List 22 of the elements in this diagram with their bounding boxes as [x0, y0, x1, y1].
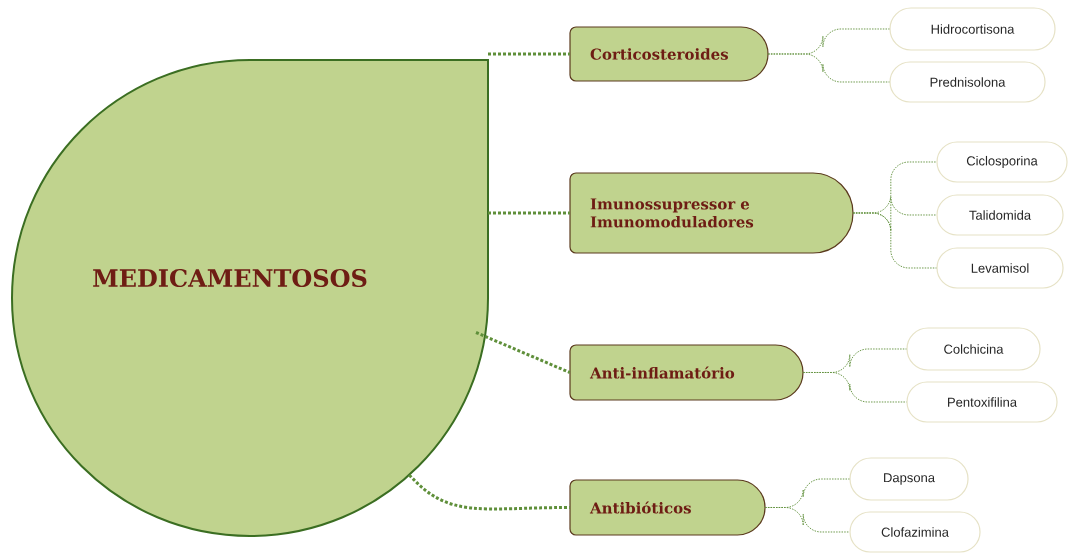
category-box: Imunossupressor e Imunomoduladores [569, 172, 854, 254]
item-box: Clofazimina [849, 511, 981, 553]
connector-line [488, 52, 570, 56]
item-box: Hidrocortisona [889, 7, 1056, 51]
category-box: Anti-inflamatório [569, 344, 804, 401]
category-box: Corticosteroides [569, 26, 769, 82]
connector-line [802, 372, 907, 403]
connector-line [767, 53, 890, 83]
item-box: Pentoxifilina [906, 381, 1058, 423]
item-box: Ciclosporina [936, 141, 1068, 183]
connector-line [764, 507, 850, 533]
item-box: Talidomida [936, 194, 1064, 236]
teardrop-shape: MEDICAMENTOSOS [11, 59, 489, 537]
item-box: Levamisol [936, 247, 1064, 289]
category-box: Antibióticos [569, 479, 766, 536]
connector-line [852, 212, 937, 269]
connector-line [488, 211, 570, 215]
item-box: Colchicina [906, 327, 1041, 371]
item-box: Prednisolona [889, 61, 1046, 103]
connector-line [408, 473, 570, 511]
connector-line [475, 331, 571, 374]
item-box: Dapsona [849, 457, 969, 501]
